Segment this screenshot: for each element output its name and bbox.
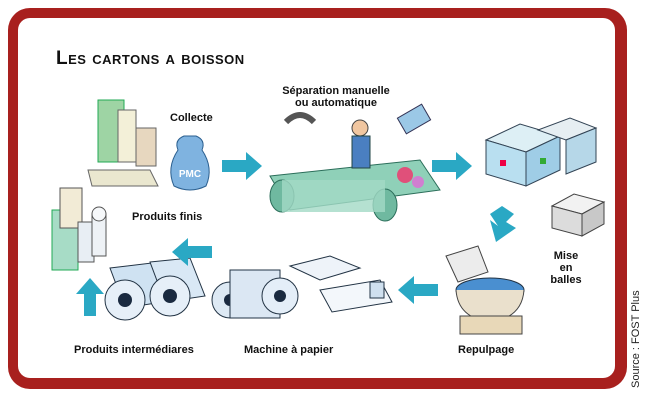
label-separation: Séparation manuelle ou automatique — [272, 85, 400, 109]
arrow-separation-to-bales — [432, 152, 472, 180]
label-mise-en-balles: Mise en balles — [546, 250, 586, 286]
paper-machine-illustration — [211, 255, 393, 319]
bales-illustration — [484, 117, 606, 237]
label-collecte: Collecte — [170, 112, 213, 124]
label-repulpage: Repulpage — [458, 344, 515, 356]
arrow-collecte-to-separation — [222, 152, 262, 180]
paper-rolls-illustration — [104, 257, 206, 321]
arrow-machine-to-finis — [172, 238, 212, 266]
arrow-intermediaires-to-finis — [76, 278, 104, 316]
page-title: Les cartons a boisson — [56, 48, 245, 69]
pmc-bag-illustration — [170, 135, 210, 191]
arrow-repulpage-to-machine — [398, 276, 438, 304]
sorting-conveyor-illustration — [269, 103, 441, 222]
cartons-illustration — [87, 99, 159, 187]
label-machine-a-papier: Machine à papier — [244, 344, 334, 356]
repulper-illustration — [445, 245, 525, 335]
label-produits-finis: Produits finis — [132, 211, 203, 223]
label-mise-line2: en — [559, 262, 573, 274]
label-produits-intermediaires: Produits intermédiares — [74, 344, 194, 356]
label-mise-line3: balles — [550, 274, 582, 286]
label-separation-line1: Séparation manuelle — [282, 85, 390, 97]
finished-products-illustration — [51, 187, 107, 271]
label-mise-line1: Mise — [553, 250, 579, 262]
label-separation-line2: ou automatique — [295, 97, 377, 109]
pmc-label: PMC — [179, 169, 201, 180]
flow-arrows — [76, 152, 516, 316]
source-credit: Source : FOST Plus — [630, 290, 642, 388]
arrow-bales-to-repulpage — [490, 206, 516, 242]
